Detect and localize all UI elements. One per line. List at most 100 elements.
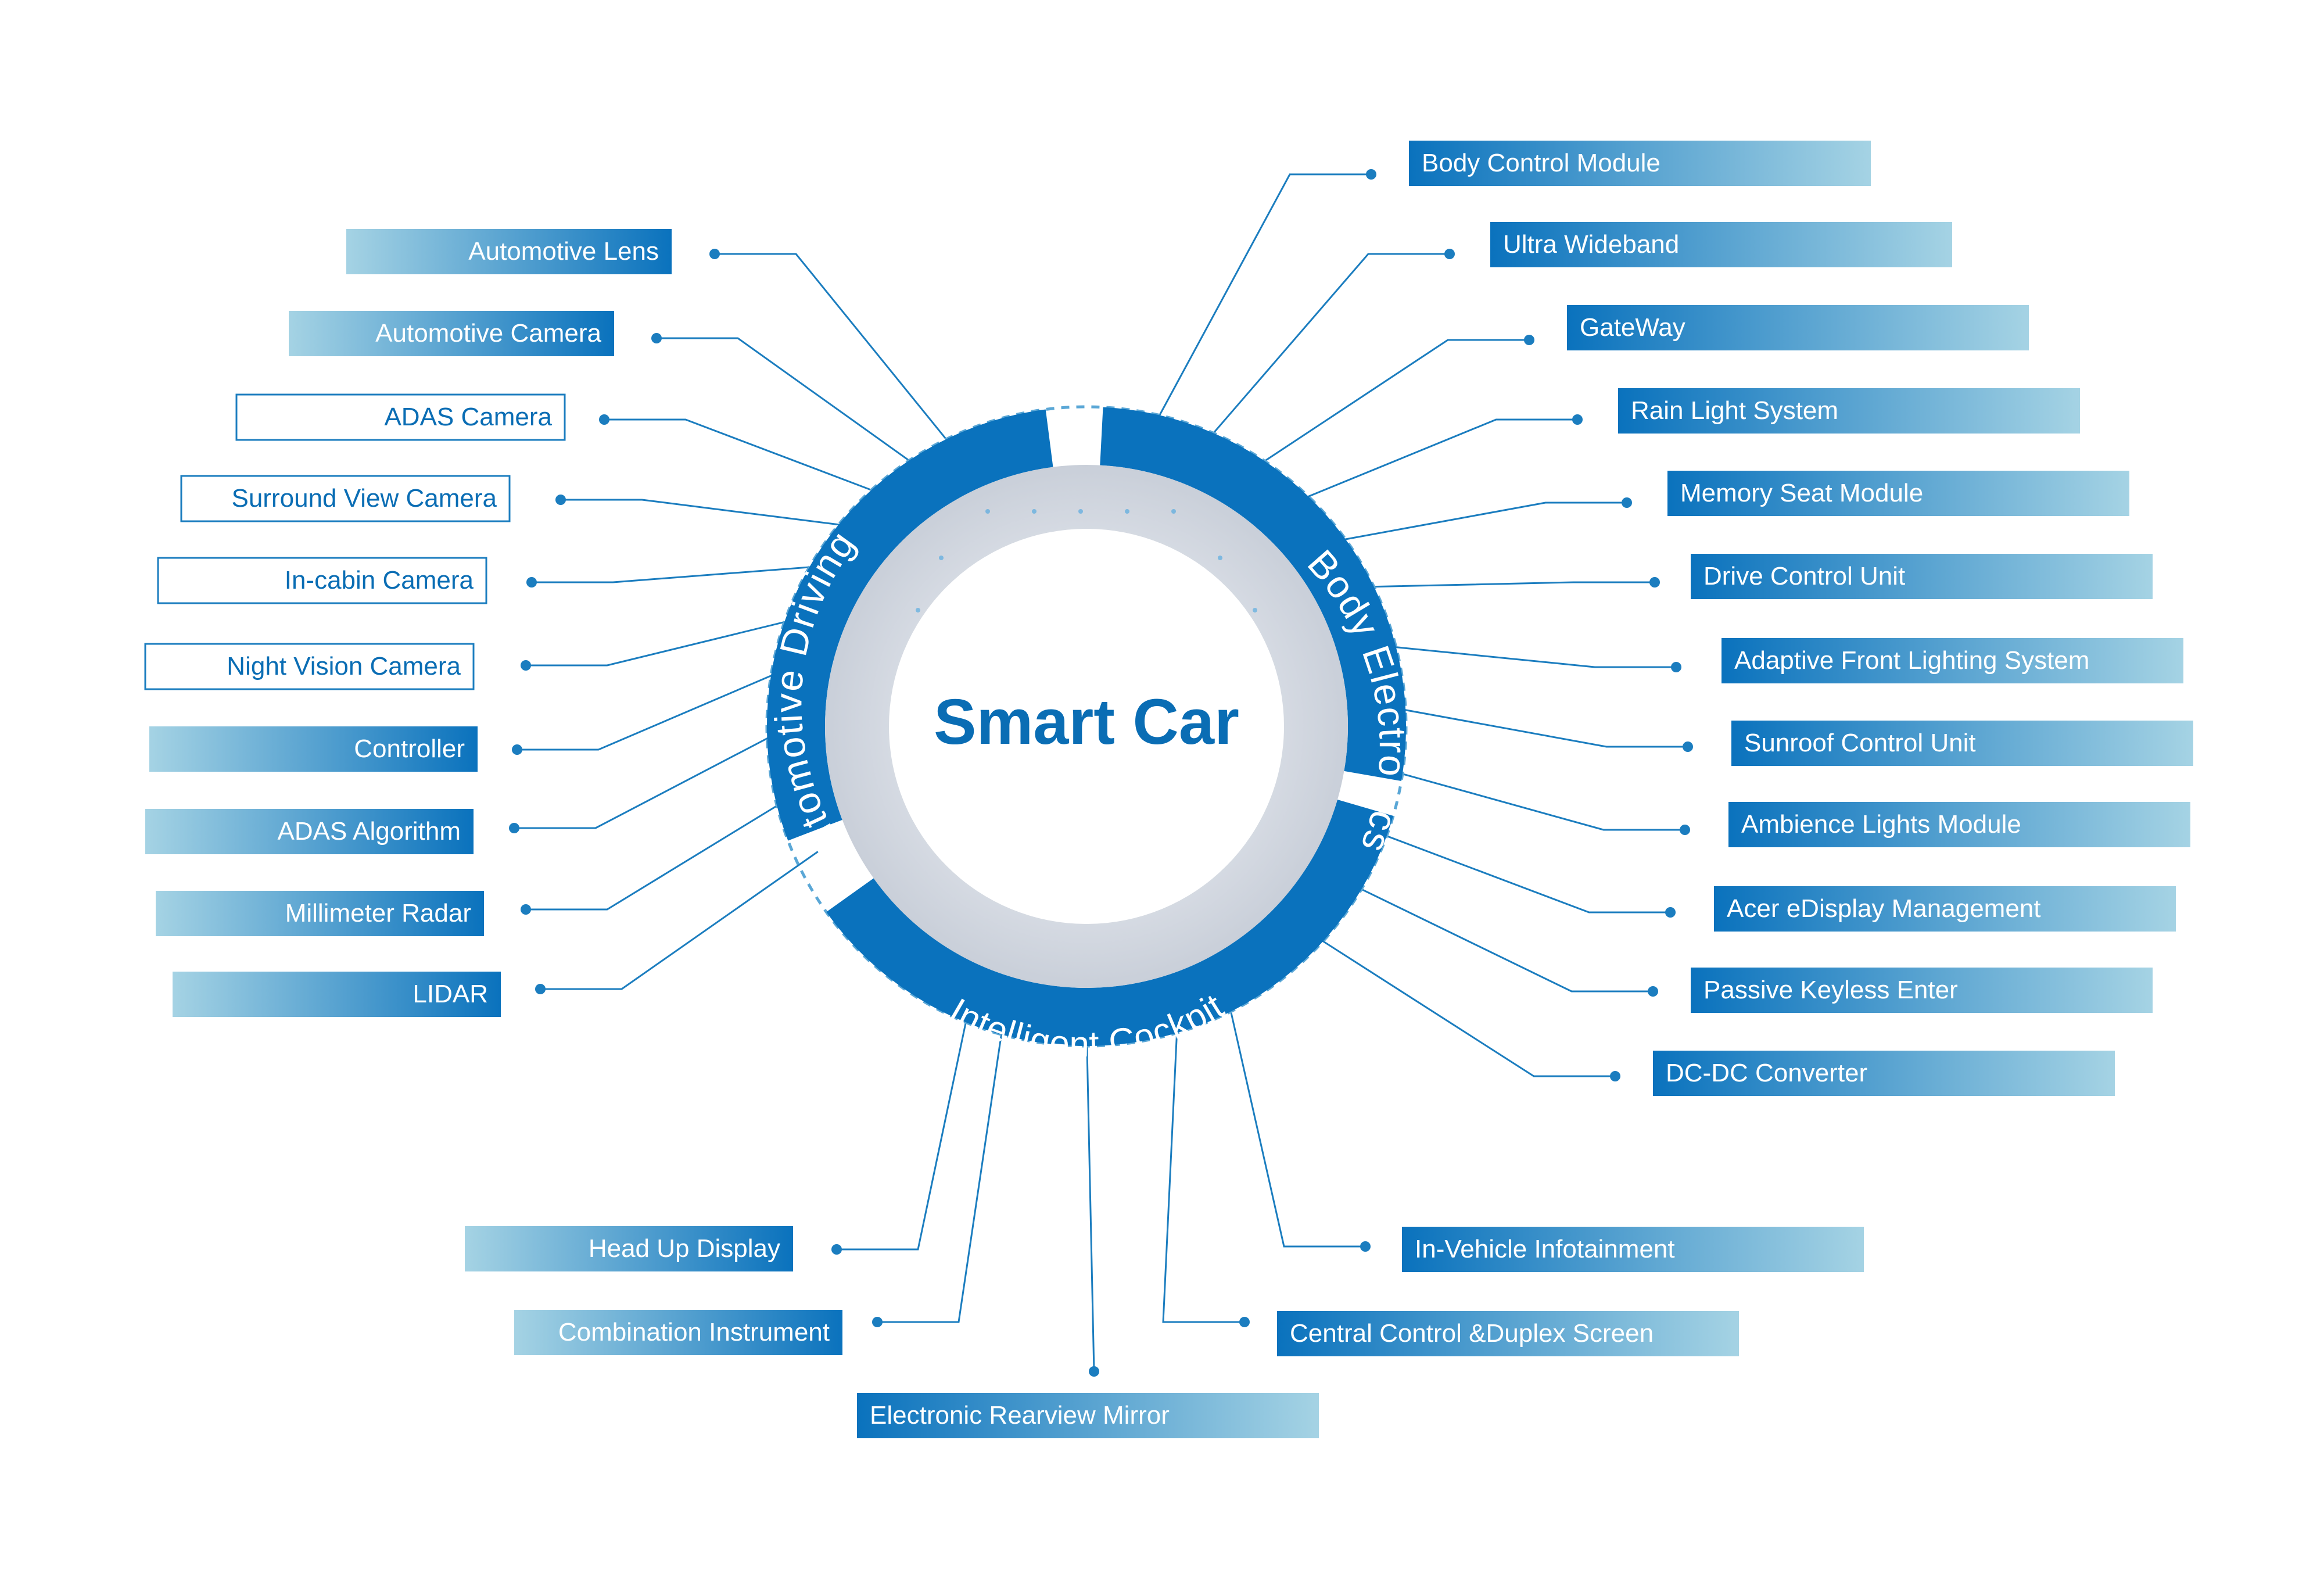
label-text: Automotive Lens bbox=[468, 237, 659, 266]
label-box-automotive-camera: Automotive Camera bbox=[289, 311, 614, 356]
label-box-ambience-lights-module: Ambience Lights Module bbox=[1728, 802, 2190, 847]
label-text: Drive Control Unit bbox=[1703, 562, 1905, 590]
label-text: Controller bbox=[354, 735, 465, 763]
label-box-outline bbox=[144, 643, 475, 690]
label-box-central-control-duplex-screen: Central Control &Duplex Screen bbox=[1277, 1311, 1739, 1356]
connector-dot bbox=[1360, 1241, 1371, 1252]
label-text: Automotive Camera bbox=[375, 319, 601, 348]
connector-line bbox=[837, 999, 972, 1251]
label-box-body-control-module: Body Control Module bbox=[1409, 141, 1871, 186]
label-box-in-cabin-camera: In-cabin Camera bbox=[157, 557, 487, 604]
connector-line bbox=[1243, 339, 1529, 476]
label-box-acer-edisplay-management: Acer eDisplay Management bbox=[1714, 886, 2176, 932]
connector-line bbox=[1340, 878, 1653, 993]
label-box-fill bbox=[1691, 554, 2153, 599]
connector-dot bbox=[1366, 169, 1376, 180]
connector-dot bbox=[521, 904, 531, 915]
connector-dot bbox=[709, 249, 720, 259]
connector-dot bbox=[1622, 497, 1632, 508]
connector-dot bbox=[1671, 662, 1681, 672]
center-title: Smart Car bbox=[934, 686, 1239, 758]
label-text: Surround View Camera bbox=[231, 484, 497, 513]
label-text: LIDAR bbox=[413, 980, 488, 1008]
connector-line bbox=[514, 725, 791, 829]
connector-dot bbox=[1444, 249, 1455, 259]
label-box-fill bbox=[1490, 222, 1952, 267]
label-box-fill bbox=[857, 1393, 1319, 1438]
label-box-controller: Controller bbox=[149, 726, 478, 772]
connector-dot bbox=[1649, 577, 1660, 588]
label-box-head-up-display: Head Up Display bbox=[465, 1226, 793, 1271]
connector-line bbox=[517, 664, 797, 751]
label-box-in-vehicle-infotainment: In-Vehicle Infotainment bbox=[1402, 1227, 1864, 1272]
label-text: Electronic Rearview Mirror bbox=[870, 1401, 1170, 1430]
connector-line bbox=[1147, 173, 1371, 437]
label-box-outline bbox=[157, 557, 487, 604]
label-box-fill bbox=[173, 972, 501, 1017]
connector-line bbox=[1085, 1022, 1095, 1372]
connector-dot bbox=[1239, 1317, 1250, 1327]
connector-line bbox=[526, 792, 798, 911]
label-text: Head Up Display bbox=[589, 1234, 780, 1263]
connector-lines bbox=[509, 169, 1693, 1377]
label-box-memory-seat-module: Memory Seat Module bbox=[1667, 471, 2129, 516]
connector-dot bbox=[1648, 986, 1658, 997]
label-box-passive-keyless-enter: Passive Keyless Enter bbox=[1691, 968, 2153, 1013]
connector-dot bbox=[1524, 335, 1534, 345]
label-box-fill bbox=[1567, 305, 2029, 350]
label-text: Night Vision Camera bbox=[227, 652, 461, 680]
label-box-fill bbox=[1722, 638, 2183, 683]
label-box-fill bbox=[289, 311, 614, 356]
connector-dot bbox=[1683, 741, 1693, 752]
label-text: Passive Keyless Enter bbox=[1703, 976, 1958, 1004]
label-text: Ambience Lights Module bbox=[1741, 810, 2021, 839]
label-box-surround-view-camera: Surround View Camera bbox=[180, 475, 511, 522]
connector-dot bbox=[872, 1317, 883, 1327]
connector-dot bbox=[535, 984, 546, 994]
label-box-adas-camera: ADAS Camera bbox=[235, 393, 566, 441]
label-box-sunroof-control-unit: Sunroof Control Unit bbox=[1731, 721, 2193, 766]
label-text: Rain Light System bbox=[1631, 396, 1838, 425]
connector-line bbox=[1224, 987, 1365, 1248]
label-box-rain-light-system: Rain Light System bbox=[1618, 388, 2080, 434]
label-box-millimeter-radar: Millimeter Radar bbox=[156, 891, 484, 936]
connector-line bbox=[715, 253, 962, 458]
label-box-outline bbox=[235, 393, 566, 441]
label-box-fill bbox=[1731, 721, 2193, 766]
connector-dot bbox=[1089, 1366, 1099, 1377]
label-text: Ultra Wideband bbox=[1503, 230, 1679, 259]
label-text: Memory Seat Module bbox=[1680, 479, 1923, 507]
label-box-fill bbox=[1277, 1311, 1739, 1356]
label-text: DC-DC Converter bbox=[1666, 1059, 1867, 1087]
connector-line bbox=[657, 337, 930, 476]
connector-dot bbox=[1680, 825, 1690, 835]
label-box-fill bbox=[1667, 471, 2129, 516]
connector-line bbox=[540, 851, 819, 990]
label-text: In-Vehicle Infotainment bbox=[1415, 1235, 1675, 1263]
connector-line bbox=[1379, 766, 1685, 831]
connector-line bbox=[532, 564, 838, 583]
connector-line bbox=[1162, 1008, 1245, 1323]
connector-dot bbox=[526, 577, 537, 588]
label-text: ADAS Algorithm bbox=[278, 817, 461, 846]
label-text: Body Control Module bbox=[1422, 149, 1660, 177]
connector-dot bbox=[555, 495, 566, 505]
connector-line bbox=[1348, 581, 1655, 589]
label-box-fill bbox=[1714, 886, 2176, 932]
label-box-fill bbox=[1691, 968, 2153, 1013]
connector-dot bbox=[509, 823, 519, 833]
central-ring bbox=[765, 405, 1408, 1048]
label-box-automotive-lens: Automotive Lens bbox=[346, 229, 672, 274]
connector-line bbox=[1382, 704, 1688, 748]
label-box-fill bbox=[149, 726, 478, 772]
connector-line bbox=[1303, 927, 1615, 1077]
connector-dot bbox=[1610, 1071, 1620, 1081]
connector-line bbox=[1319, 501, 1627, 545]
connector-dot bbox=[512, 744, 522, 755]
label-text: Central Control &Duplex Screen bbox=[1290, 1319, 1654, 1348]
connector-line bbox=[1364, 827, 1670, 914]
label-box-fill bbox=[1653, 1051, 2115, 1096]
label-box-outline bbox=[180, 475, 511, 522]
